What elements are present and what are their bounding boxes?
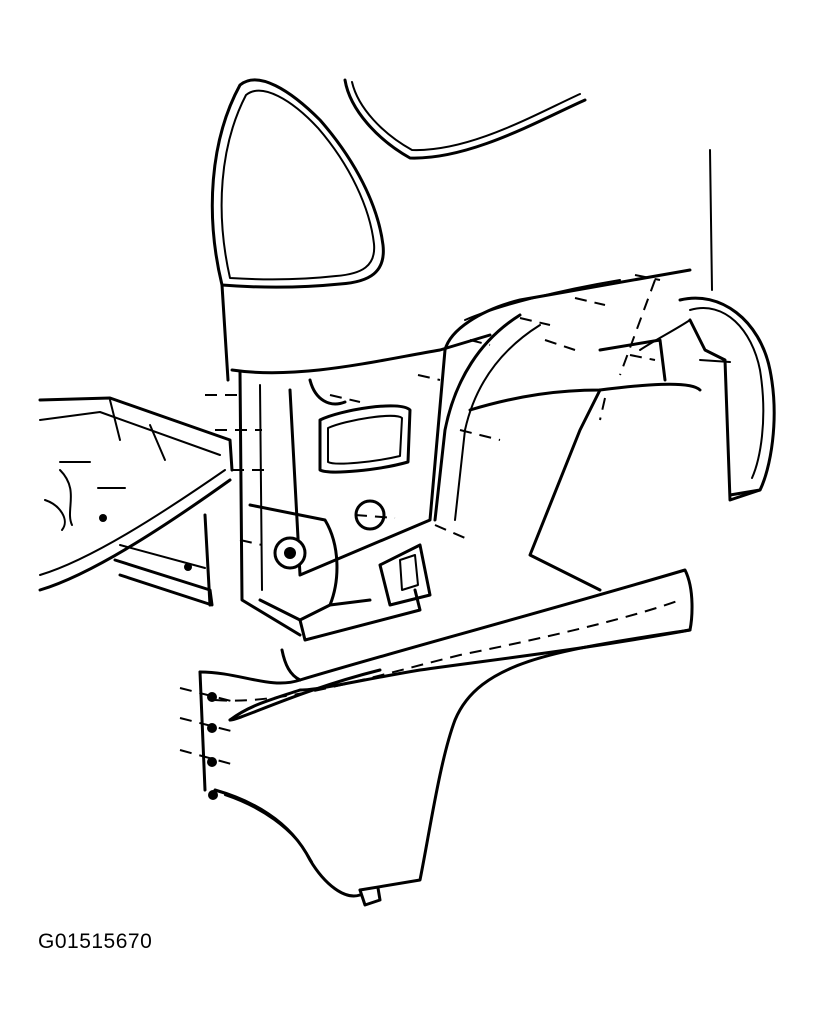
figure-code-label: G01515670 <box>38 930 153 953</box>
floor-frame-rail <box>38 396 234 607</box>
inner-quarter-panel <box>230 268 692 642</box>
rear-window-pillar <box>210 78 713 382</box>
outer-quarter-panel <box>198 568 694 907</box>
fastener-callouts <box>179 274 661 766</box>
wheel-arch <box>433 296 776 592</box>
